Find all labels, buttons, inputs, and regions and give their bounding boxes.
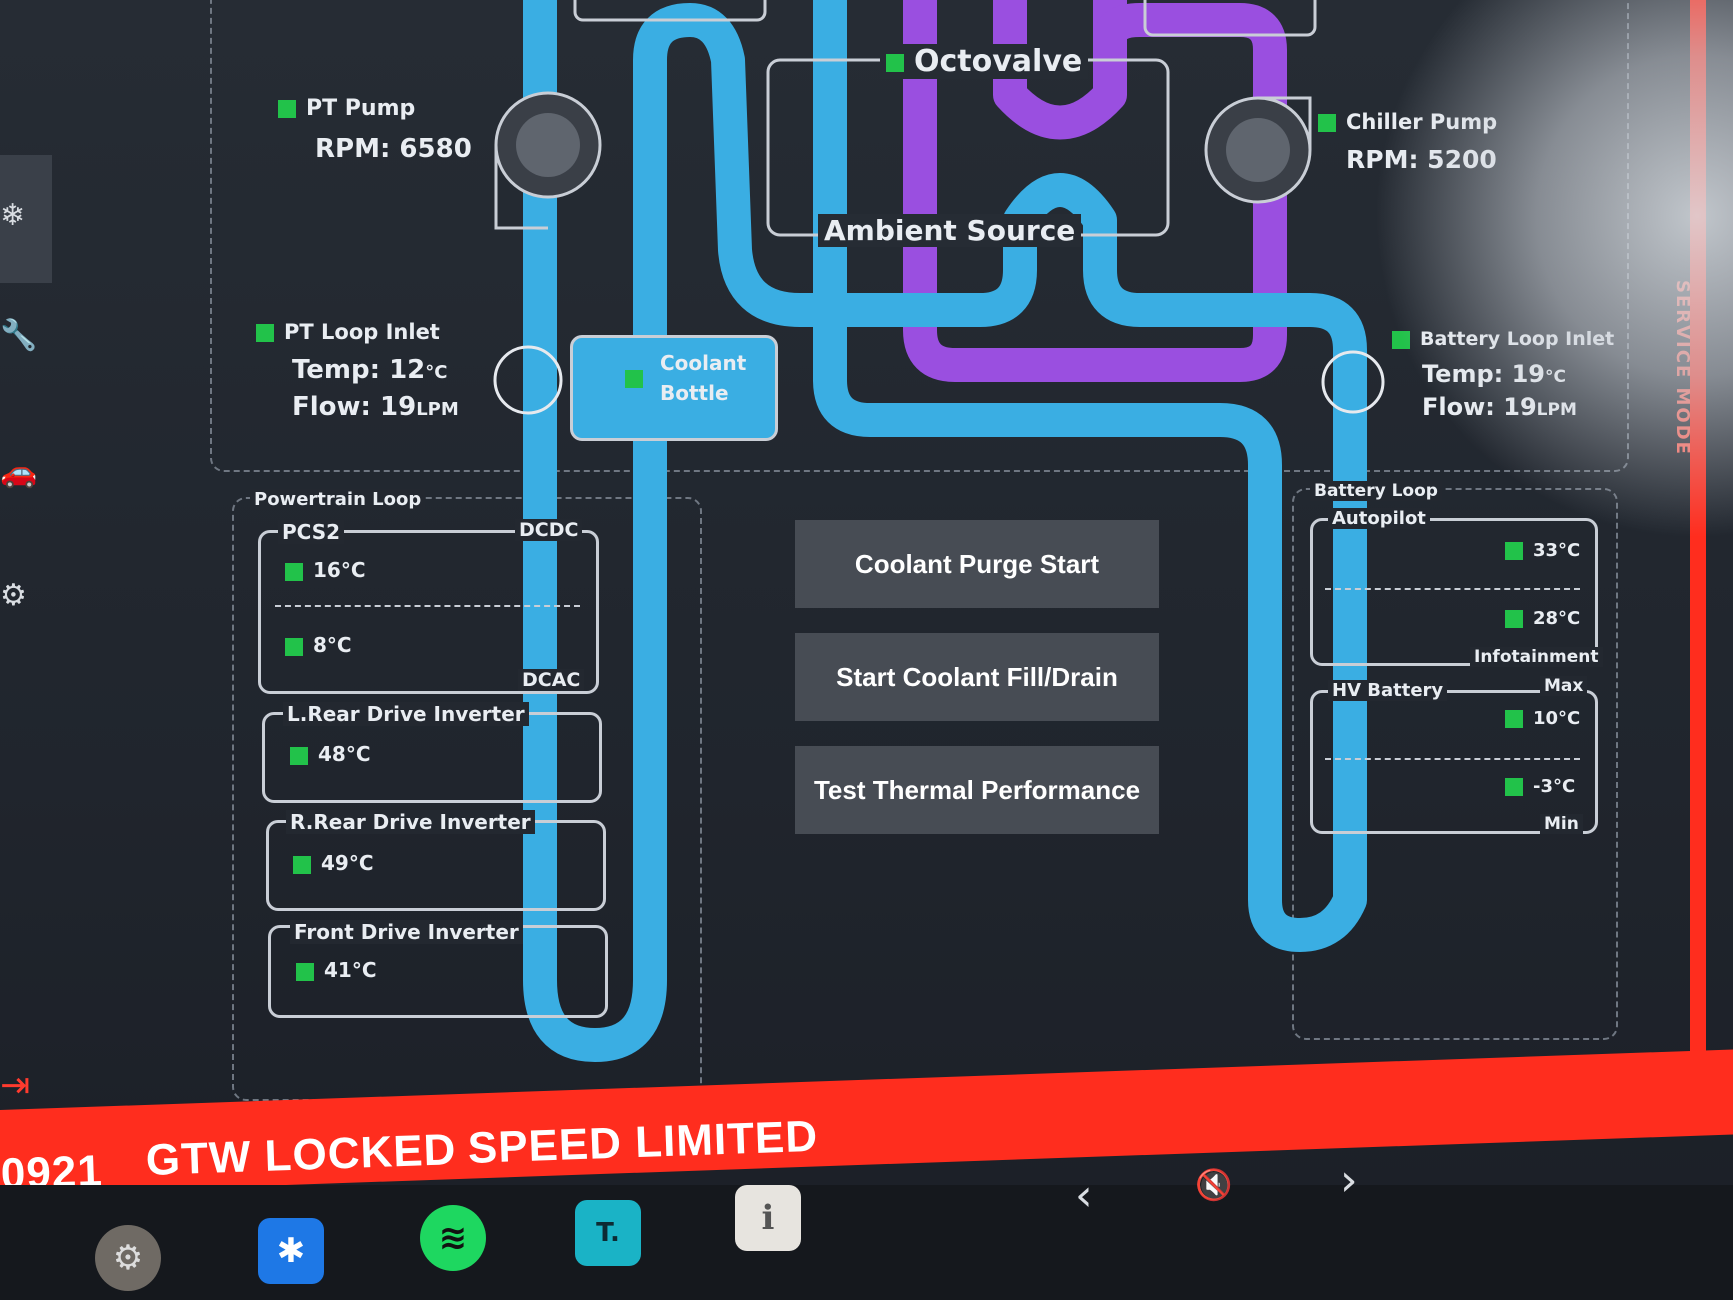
pt-pump-label: PT Pump [278, 96, 415, 121]
test-thermal-performance-button[interactable]: Test Thermal Performance [795, 746, 1159, 834]
r-rear-inverter-temp: 49°C [293, 851, 374, 875]
status-ok-icon [1318, 114, 1336, 132]
hv-battery-divider [1325, 758, 1580, 760]
front-inverter-label: Front Drive Inverter [290, 920, 523, 944]
side-rail: ❄ 🔧 🚗 ⚙ ⇥ [0, 0, 60, 1106]
hv-battery-min-temp: -3°C [1505, 776, 1575, 797]
dcac-label: DCAC [518, 669, 585, 691]
status-ok-icon [278, 100, 296, 118]
infotainment-temp: 28°C [1505, 608, 1580, 629]
autopilot-divider [1325, 588, 1580, 590]
chevron-right-icon[interactable]: › [1340, 1155, 1358, 1206]
chiller-pump-rpm: RPM: 5200 [1346, 145, 1497, 174]
chevron-left-icon[interactable]: ‹ [1075, 1170, 1093, 1221]
battery-loop-inlet-flow: Flow: 19LPM [1422, 393, 1577, 421]
status-ok-icon [1505, 710, 1523, 728]
tire-icon[interactable]: ⚙ [95, 1225, 161, 1291]
ambient-source-label: Ambient Source [818, 214, 1082, 247]
status-ok-icon [1505, 542, 1523, 560]
bluetooth-icon[interactable]: ✱ [258, 1218, 324, 1284]
pcs2-dcac-temp: 8°C [285, 633, 352, 657]
side-tab-active[interactable] [0, 155, 52, 283]
refrigerant-line-top [1093, 3, 1287, 107]
chiller-pump-label: Chiller Pump [1318, 110, 1497, 134]
coolant-bottle [570, 335, 778, 441]
status-ok-icon [285, 562, 303, 581]
hv-battery-box [1310, 690, 1598, 834]
battery-loop-title: Battery Loop [1310, 481, 1442, 501]
hv-battery-min-label: Min [1540, 814, 1583, 834]
pt-loop-inlet-label: PT Loop Inlet [256, 320, 440, 344]
status-ok-icon [285, 637, 303, 656]
pcs2-dcdc-temp: 16°C [285, 558, 366, 582]
hv-battery-max-label: Max [1540, 676, 1588, 696]
status-ok-icon [1392, 330, 1410, 349]
l-rear-inverter-label: L.Rear Drive Inverter [283, 702, 529, 726]
refrigerant-line [903, 0, 1287, 382]
status-ok-icon [886, 53, 904, 72]
status-ok-icon [290, 746, 308, 765]
car-icon[interactable]: 🚗 [0, 455, 38, 490]
info-icon[interactable]: i [735, 1185, 801, 1251]
status-ok-icon [1505, 778, 1523, 796]
pcs2-label: PCS2 [278, 520, 345, 544]
refrigerant-line-u [993, 0, 1127, 140]
front-inverter-temp: 41°C [296, 958, 377, 982]
service-mode-border [1690, 0, 1706, 1080]
coolant-purge-start-button[interactable]: Coolant Purge Start [795, 520, 1159, 608]
wrench-icon[interactable]: 🔧 [0, 318, 38, 353]
toybox-icon[interactable]: T. [575, 1200, 641, 1266]
exit-icon[interactable]: ⇥ [0, 1065, 31, 1106]
mute-icon[interactable]: 🔇 [1195, 1168, 1233, 1203]
status-ok-icon [1505, 610, 1523, 628]
hv-battery-label: HV Battery [1328, 680, 1448, 701]
octovalve-label: Octovalve [880, 44, 1089, 79]
hv-battery-max-temp: 10°C [1505, 708, 1580, 729]
status-ok-icon [293, 855, 311, 874]
battery-loop-inlet-temp: Temp: 19°C [1422, 360, 1566, 388]
start-coolant-fill-drain-button[interactable]: Start Coolant Fill/Drain [795, 633, 1159, 721]
coolant-line-center [813, 0, 1367, 952]
coolant-line-pt-left [523, 0, 1367, 1062]
autopilot-label: Autopilot [1328, 508, 1430, 529]
pt-loop-inlet-temp: Temp: 12°C [292, 355, 448, 385]
spotify-icon[interactable]: ≋ [420, 1205, 486, 1271]
powertrain-loop-title: Powertrain Loop [250, 489, 426, 510]
pt-pump-rpm: RPM: 6580 [315, 134, 472, 164]
l-rear-inverter-temp: 48°C [290, 742, 371, 766]
infotainment-label: Infotainment [1470, 647, 1603, 667]
service-mode-label: SERVICE MODE [1672, 280, 1693, 456]
r-rear-inverter-label: R.Rear Drive Inverter [286, 810, 535, 834]
status-ok-icon [256, 324, 274, 342]
battery-loop-inlet-label: Battery Loop Inlet [1392, 328, 1614, 350]
pcs2-divider [275, 605, 580, 607]
pt-flow-sensor-icon [493, 345, 563, 415]
autopilot-temp: 33°C [1505, 540, 1580, 561]
pt-loop-inlet-flow: Flow: 19LPM [292, 392, 459, 422]
status-ok-icon [625, 370, 643, 388]
dcdc-label: DCDC [515, 519, 583, 541]
gear-icon[interactable]: ⚙ [0, 578, 27, 613]
snowflake-icon[interactable]: ❄ [0, 198, 26, 233]
status-ok-icon [296, 962, 314, 981]
pcs2-box [258, 530, 599, 694]
